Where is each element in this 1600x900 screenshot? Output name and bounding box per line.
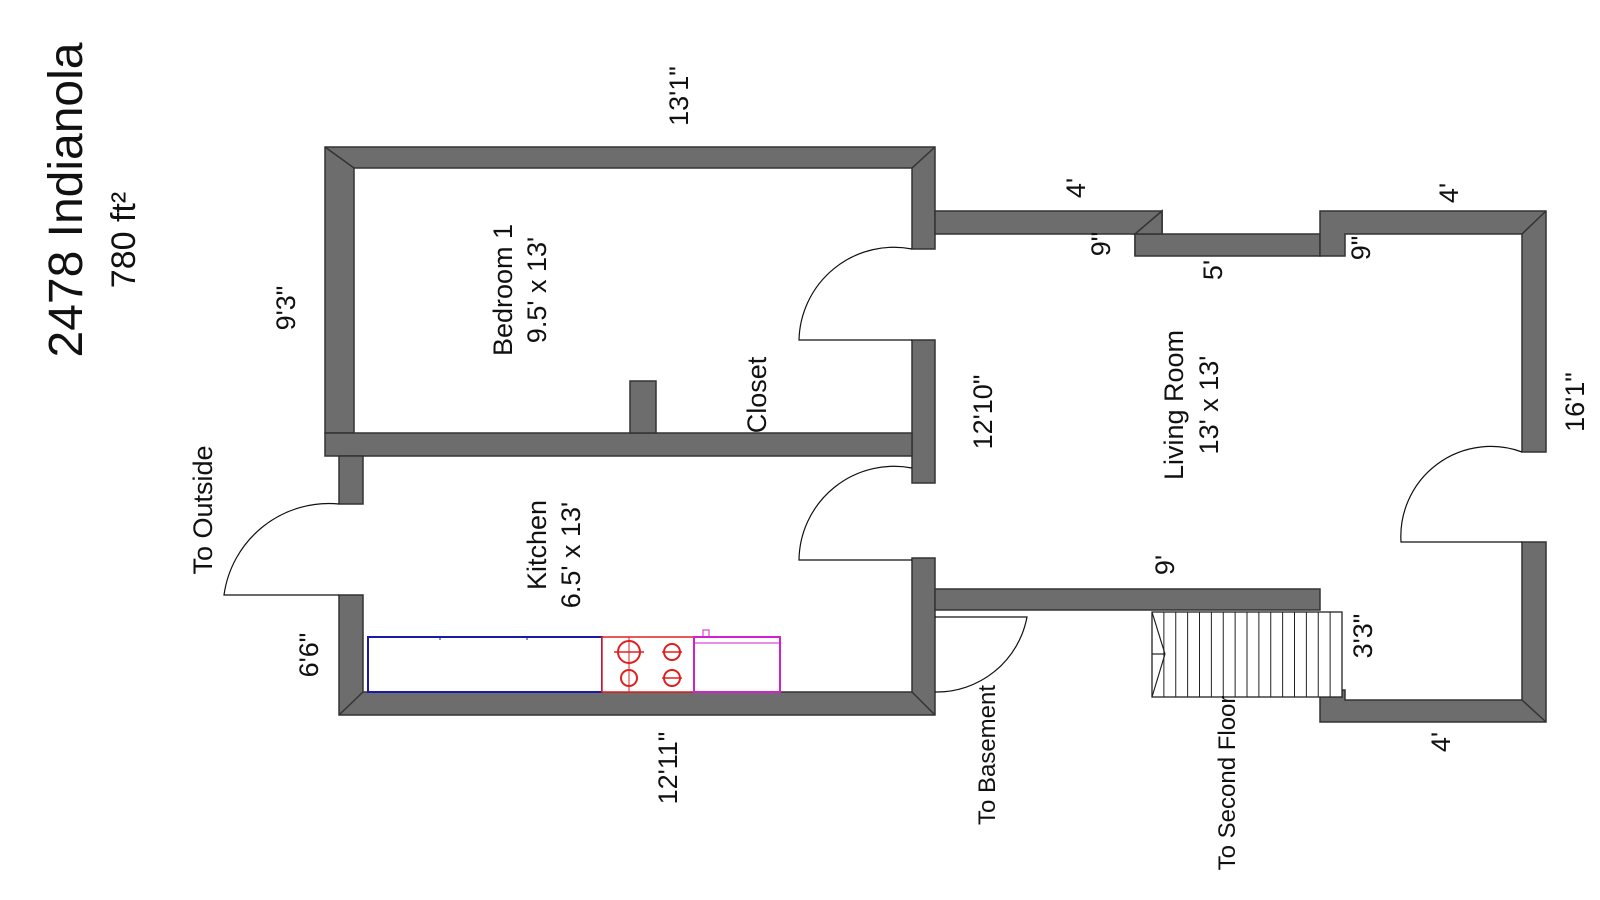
closet-wall — [629, 380, 657, 434]
kitchen-walls — [338, 455, 936, 716]
stove-icon — [601, 636, 695, 693]
dim-bump-top-left: 4' — [1061, 178, 1091, 198]
living-room-label: Living Room — [1159, 330, 1189, 480]
dim-bottom-right: 4' — [1426, 732, 1456, 752]
exit-outside-label: To Outside — [188, 445, 218, 574]
dim-middle-width: 12'10" — [968, 375, 998, 450]
dim-bedroom-depth: 9'3" — [271, 286, 301, 331]
bedroom-label: Bedroom 1 — [488, 224, 518, 356]
living-room-size: 13' x 13' — [1194, 356, 1224, 455]
bedroom-walls — [324, 146, 936, 484]
kitchen-counter — [367, 636, 603, 693]
exit-second-floor-label: To Second Floor — [1214, 696, 1241, 871]
bedroom-size: 9.5' x 13' — [522, 237, 552, 343]
closet-label: Closet — [742, 356, 772, 433]
address-title: 2478 Indianola — [40, 42, 93, 357]
dim-bottom-width: 12'11" — [653, 732, 683, 805]
living-room-walls — [934, 209, 1547, 723]
kitchen-size: 6.5' x 13' — [556, 502, 586, 608]
kitchen-label: Kitchen — [522, 500, 552, 590]
dim-kitchen-depth: 6'6" — [294, 633, 324, 678]
doors — [223, 246, 1523, 693]
dim-bump-right-depth: 9" — [1346, 236, 1376, 261]
dim-top-width: 13'1" — [664, 66, 694, 126]
dim-right-depth: 16'1" — [1560, 372, 1590, 432]
dim-living-lower: 9' — [1150, 555, 1180, 575]
dim-bump-width: 5' — [1198, 260, 1228, 280]
staircase — [1151, 611, 1343, 698]
fridge-icon — [693, 629, 781, 693]
dim-bump-top-right: 4' — [1434, 183, 1464, 203]
exit-basement-label: To Basement — [974, 685, 1001, 825]
dim-stair-width: 3'3" — [1348, 614, 1378, 659]
area-label: 780 ft² — [105, 192, 143, 288]
dim-bump-left-depth: 9" — [1086, 232, 1116, 257]
